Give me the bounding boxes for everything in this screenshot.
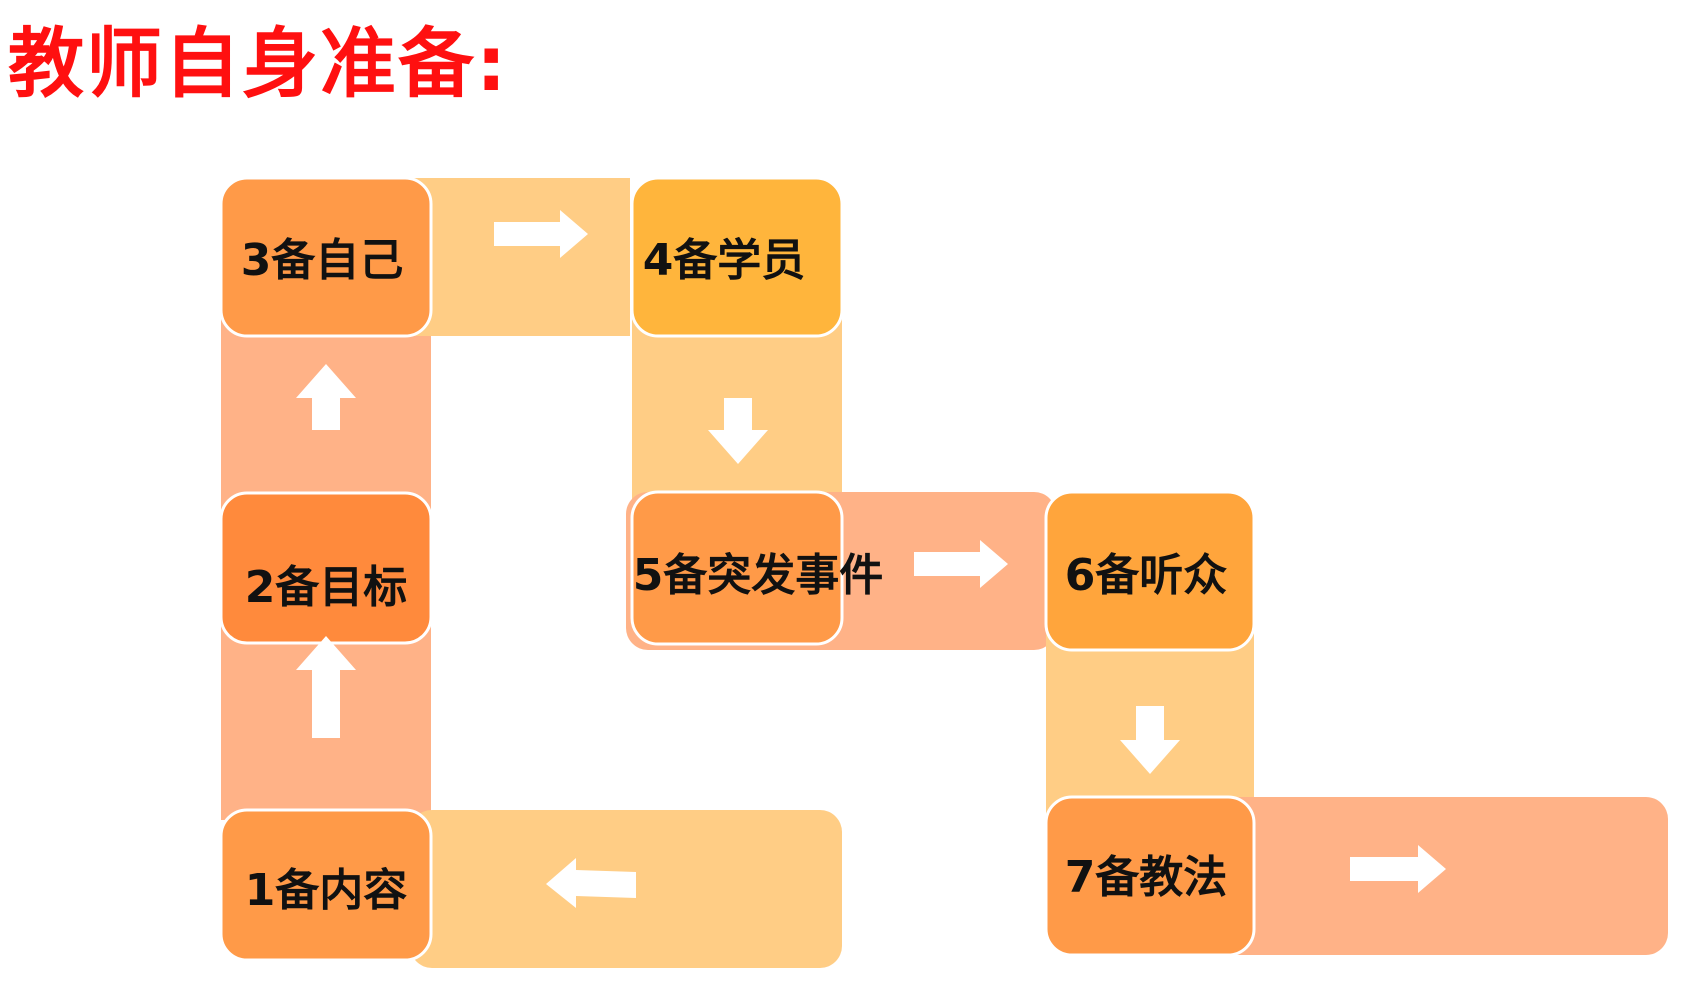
step-label-5: 5备突发事件 — [633, 550, 884, 601]
page-title: 教师自身准备: — [8, 19, 509, 108]
step-label-2: 2备目标 — [245, 562, 408, 613]
step-label-6: 6备听众 — [1065, 550, 1228, 601]
arrow-up-icon — [296, 364, 356, 430]
step-node-6: 6备听众 — [1044, 490, 1256, 652]
step-label-1: 1备内容 — [245, 865, 408, 916]
arrow-right-icon — [914, 540, 1008, 588]
arrow-down-icon — [1120, 706, 1180, 774]
arrow-up-icon — [296, 636, 356, 738]
step-node-2: 2备目标 — [219, 491, 433, 645]
step-label-3: 3备自己 — [241, 235, 404, 286]
arrow-right-icon — [1350, 845, 1446, 893]
band-top-horizontal — [410, 178, 630, 336]
step-node-5: 5备突发事件 — [630, 490, 884, 646]
step-node-1: 1备内容 — [219, 808, 433, 962]
arrow-down-icon — [708, 398, 768, 464]
step-node-4: 4备学员 — [630, 176, 844, 338]
step-node-7: 7备教法 — [1044, 795, 1256, 957]
arrow-right-icon — [494, 210, 588, 258]
arrow-left-icon — [546, 858, 636, 908]
step-node-3: 3备自己 — [219, 176, 433, 338]
step-label-7: 7备教法 — [1065, 852, 1228, 903]
step-label-4: 4备学员 — [643, 235, 806, 286]
